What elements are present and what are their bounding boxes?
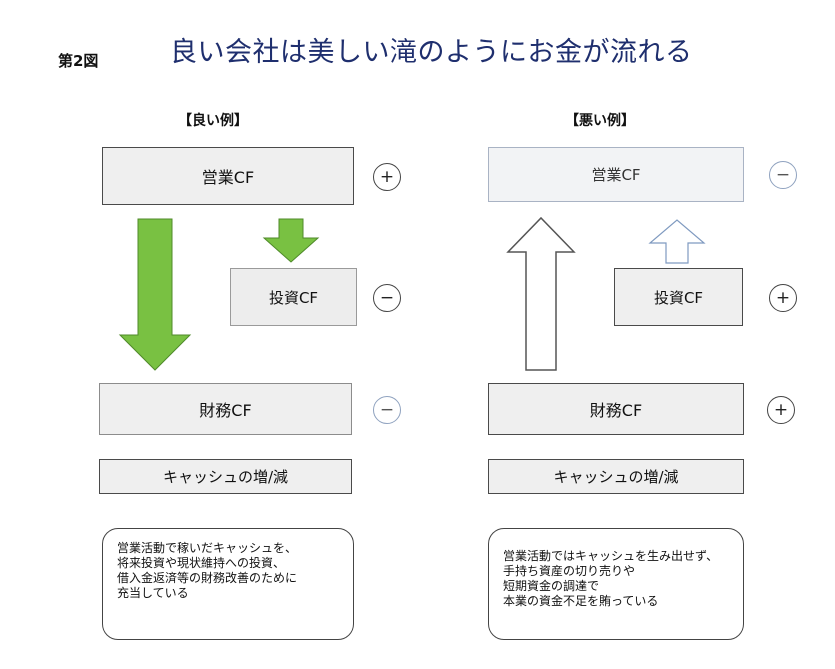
bad-explanation-note: 営業活動ではキャッシュを生み出せず、 手持ち資産の切り売りや 短期資金の調達で …: [488, 528, 744, 640]
bad-investing-sign: +: [769, 284, 797, 312]
good-operating-cf-label: 営業CF: [201, 168, 255, 187]
bad-cash-change-label: キャッシュの増/減: [553, 468, 679, 486]
good-investing-sign: −: [373, 284, 401, 312]
good-cash-change-label: キャッシュの増/減: [162, 468, 289, 486]
good-example-heading: 【良い例】: [178, 113, 248, 129]
bad-cash-change-box: キャッシュの増/減: [488, 459, 744, 494]
good-operating-cf-box: 営業CF: [102, 147, 354, 205]
good-operating-sign: +: [373, 163, 401, 191]
bad-investing-cf-label: 投資CF: [653, 288, 704, 307]
good-explanation-note: 営業活動で稼いだキャッシュを、 将来投資や現状維持への投資、 借入金返済等の財務…: [102, 528, 354, 640]
good-operating-to-investing-arrow: [262, 218, 320, 263]
good-financing-cf-box: 財務CF: [99, 383, 352, 435]
good-investing-cf-label: 投資CF: [268, 288, 319, 307]
good-financing-sign: −: [373, 396, 401, 424]
bad-operating-sign: −: [769, 161, 797, 189]
bad-operating-cf-box: 営業CF: [488, 147, 744, 202]
bad-financing-cf-label: 財務CF: [589, 401, 643, 420]
bad-investing-cf-box: 投資CF: [614, 268, 743, 326]
bad-financing-cf-box: 財務CF: [488, 383, 744, 435]
bad-financing-sign: +: [767, 396, 795, 424]
bad-financing-to-operating-arrow: [506, 216, 576, 371]
good-investing-cf-box: 投資CF: [230, 268, 357, 326]
bad-operating-cf-label: 営業CF: [591, 166, 641, 184]
good-cash-change-box: キャッシュの増/減: [99, 459, 352, 494]
bad-example-heading: 【悪い例】: [565, 113, 635, 129]
bad-investing-to-operating-arrow: [648, 219, 706, 264]
good-operating-to-financing-arrow: [118, 218, 192, 371]
good-financing-cf-label: 財務CF: [199, 401, 252, 420]
diagram-title: 良い会社は美しい滝のようにお金が流れる: [170, 37, 693, 68]
figure-number: 第2図: [58, 52, 99, 70]
